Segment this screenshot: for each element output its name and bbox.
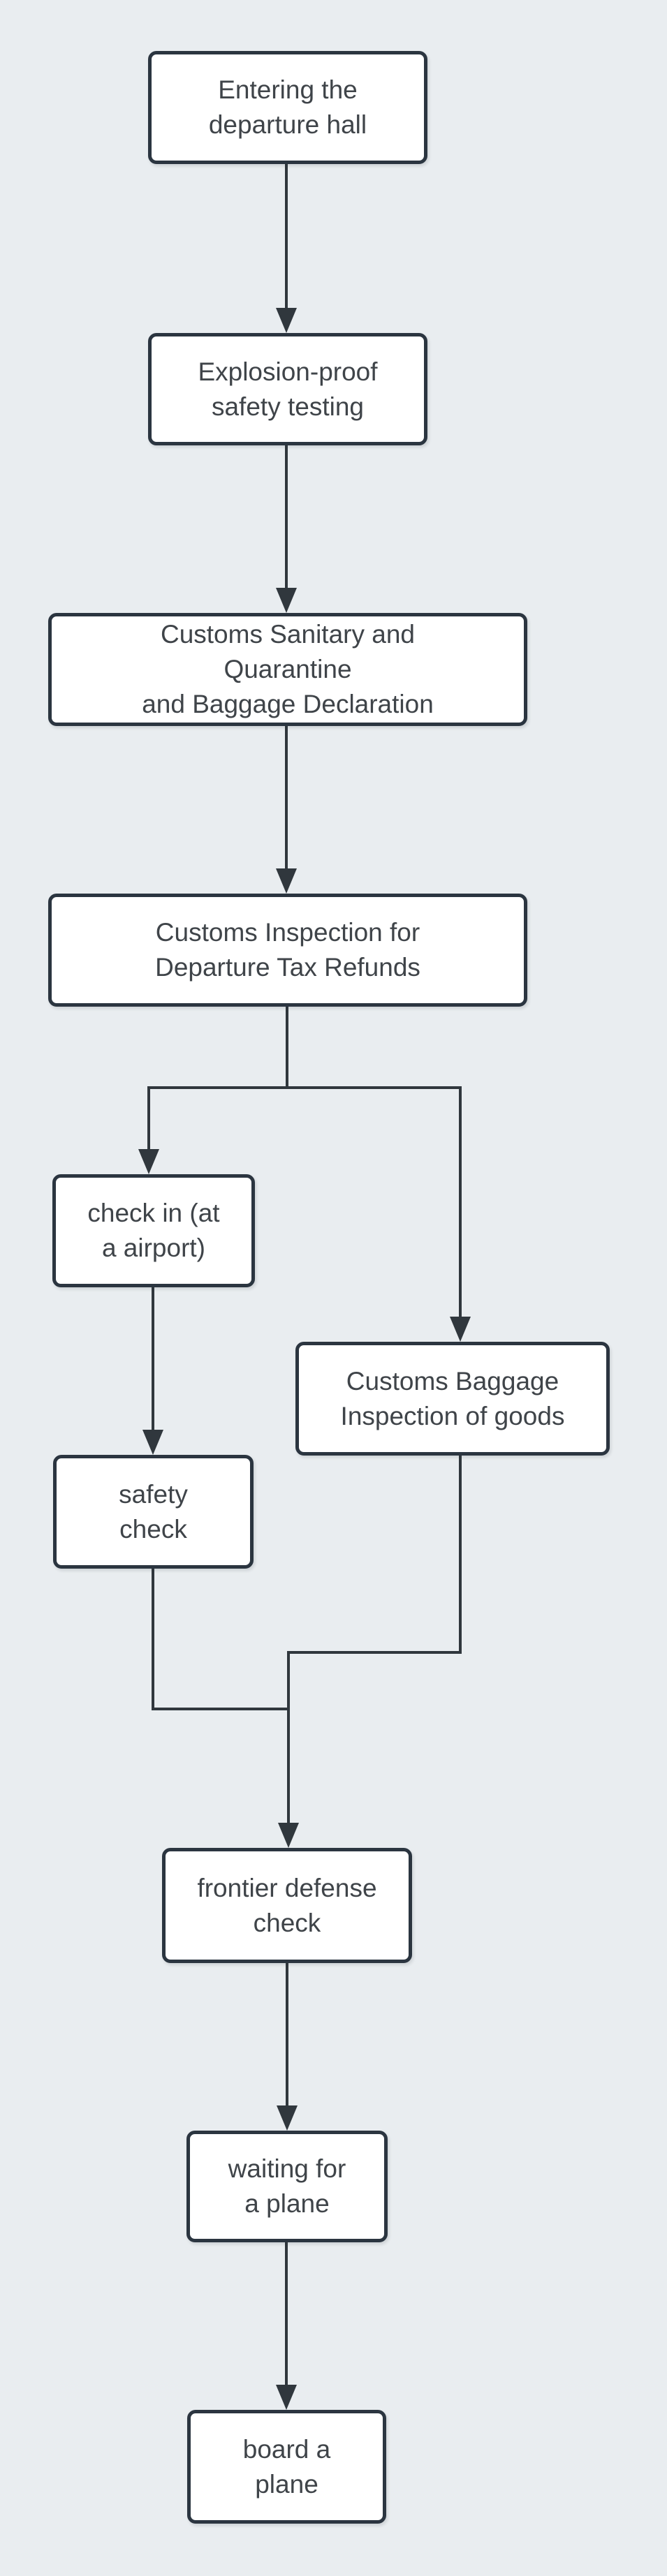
edge-entering-explosion-line — [285, 164, 288, 311]
node-frontier-defense-check: frontier defense check — [162, 1848, 412, 1963]
edge-entering-explosion-arrowhead-icon — [276, 308, 297, 333]
node-label: board a plane — [242, 2434, 331, 2499]
node-check-in-at-airport: check in (at a airport) — [52, 1174, 255, 1287]
edge-baggage-merge-down-line — [459, 1456, 462, 1654]
node-label: Customs Inspection for Departure Tax Ref… — [155, 918, 420, 982]
edge-safety-merge-horizontal — [152, 1708, 290, 1710]
node-label: check in (at a airport) — [87, 1199, 220, 1262]
edge-checkin-safety-arrowhead-icon — [142, 1430, 163, 1455]
node-entering-departure-hall: Entering the departure hall — [148, 51, 427, 164]
node-customs-inspection-departure-tax-refunds: Customs Inspection for Departure Tax Ref… — [48, 894, 527, 1007]
edge-taxrefund-checkin-arrowhead-icon — [138, 1149, 159, 1174]
edge-taxrefund-split-horizontal — [149, 1086, 462, 1089]
edge-merge-frontier-line — [287, 1651, 290, 1826]
node-label: Explosion-proof safety testing — [198, 357, 378, 421]
edge-taxrefund-baggage-line — [459, 1086, 462, 1319]
edge-merge-frontier-arrowhead-icon — [278, 1823, 299, 1848]
node-label: safety check — [119, 1479, 188, 1544]
node-label: waiting for a plane — [228, 2154, 346, 2218]
edge-checkin-safety-line — [152, 1287, 154, 1433]
edge-frontier-waiting-line — [286, 1963, 288, 2108]
edge-taxrefund-split-stem — [286, 1007, 288, 1089]
edge-waiting-board-arrowhead-icon — [276, 2385, 297, 2410]
edge-taxrefund-checkin-line — [147, 1086, 150, 1152]
edge-waiting-board-line — [285, 2242, 288, 2388]
edge-taxrefund-baggage-arrowhead-icon — [450, 1317, 471, 1342]
edge-baggage-merge-horizontal — [287, 1651, 462, 1654]
node-board-a-plane: board a plane — [187, 2410, 386, 2524]
node-label: frontier defense check — [197, 1873, 377, 1937]
edge-sanitary-taxrefund-arrowhead-icon — [276, 868, 297, 894]
edge-explosion-sanitary-arrowhead-icon — [276, 588, 297, 613]
node-label: Entering the departure hall — [208, 75, 367, 139]
edge-explosion-sanitary-line — [285, 445, 288, 591]
node-explosion-proof-safety-testing: Explosion-proof safety testing — [148, 333, 427, 445]
edge-sanitary-taxrefund-line — [285, 726, 288, 871]
edge-safety-merge-down-line — [152, 1569, 154, 1710]
node-customs-sanitary-quarantine-baggage-declaration: Customs Sanitary and Quarantine and Bagg… — [48, 613, 527, 726]
node-customs-baggage-inspection-of-goods: Customs Baggage Inspection of goods — [295, 1342, 610, 1456]
edge-frontier-waiting-arrowhead-icon — [277, 2105, 298, 2131]
node-safety-check: safety check — [53, 1455, 254, 1569]
node-label: Customs Sanitary and Quarantine and Bagg… — [142, 620, 434, 718]
node-label: Customs Baggage Inspection of goods — [340, 1366, 565, 1430]
node-waiting-for-a-plane: waiting for a plane — [186, 2131, 388, 2242]
